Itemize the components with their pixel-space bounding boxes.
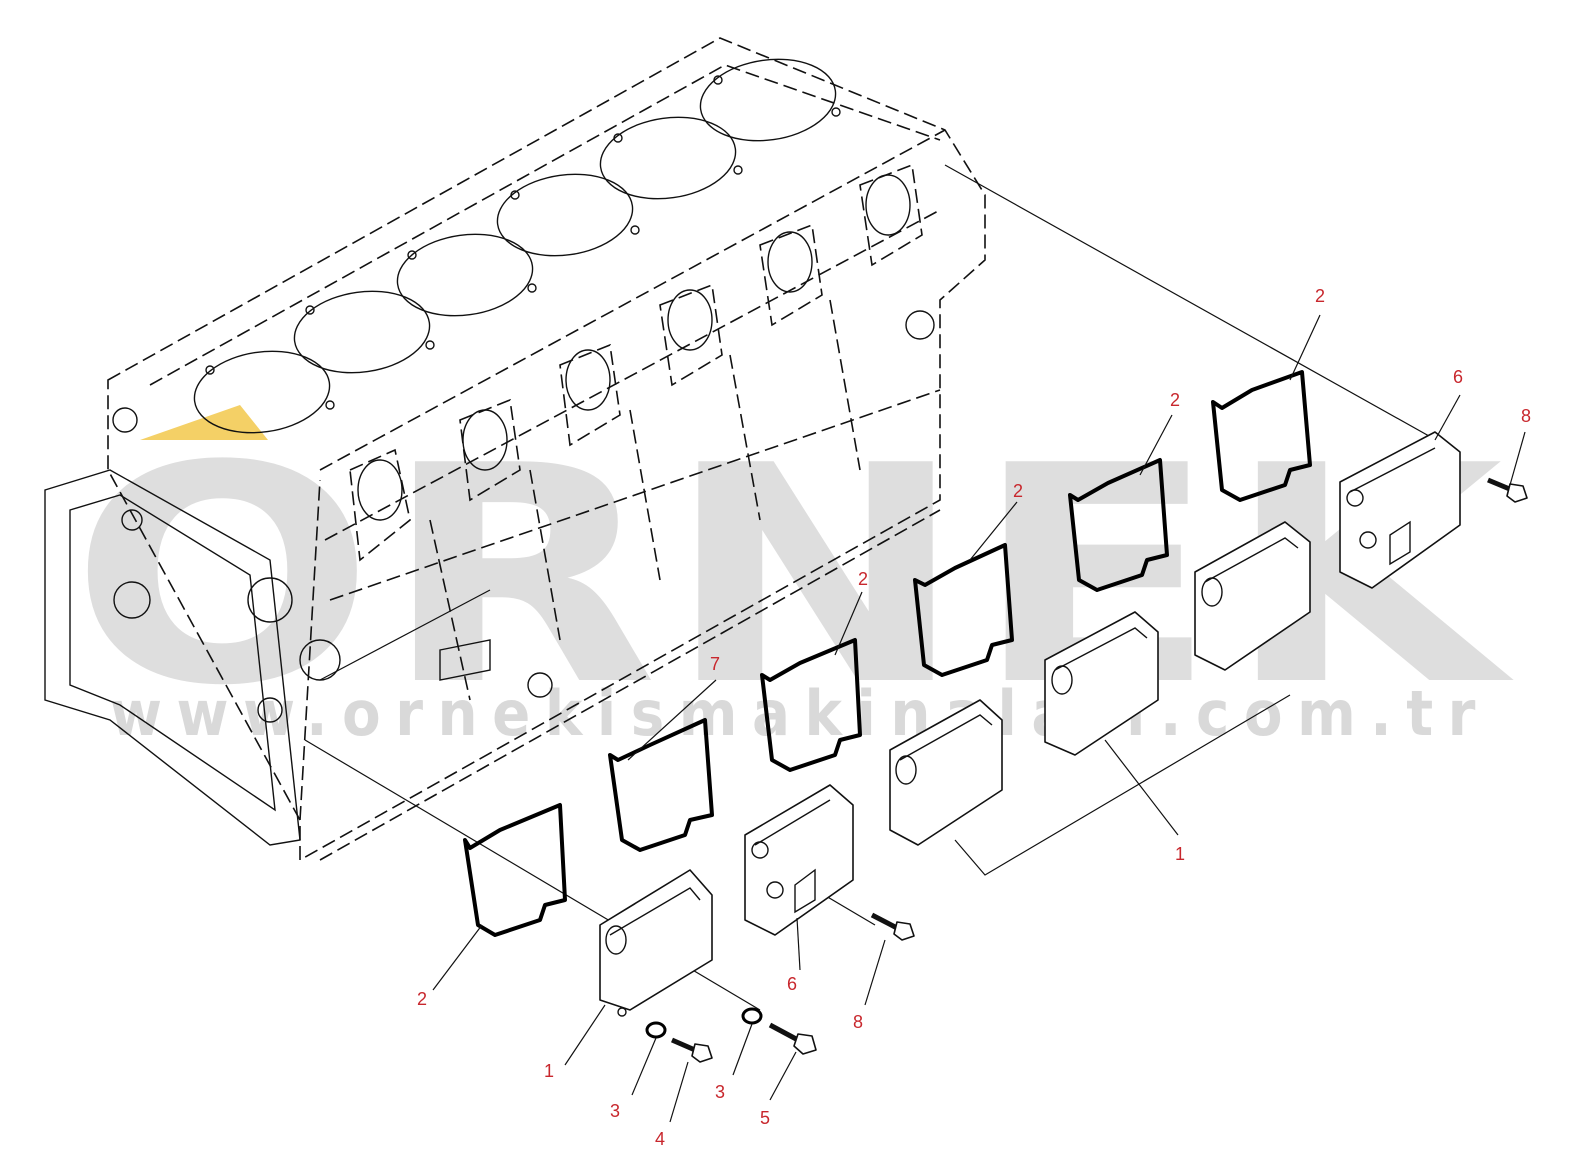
seal-ring-left bbox=[645, 1021, 667, 1039]
cover-2 bbox=[744, 784, 854, 936]
cover-3 bbox=[889, 699, 1003, 846]
hardware bbox=[645, 477, 1528, 1063]
gaskets bbox=[463, 370, 1312, 937]
bolt-8-upper bbox=[1487, 477, 1528, 503]
callout-label: 2 bbox=[1315, 286, 1325, 306]
gasket-1 bbox=[463, 803, 567, 937]
cover-5 bbox=[1194, 521, 1311, 671]
cover-6 bbox=[1339, 431, 1461, 589]
callout-label: 1 bbox=[1175, 844, 1185, 864]
callout-label: 8 bbox=[853, 1012, 863, 1032]
callout-leaders bbox=[432, 314, 1526, 1123]
gasket-5 bbox=[1068, 458, 1169, 592]
side-openings bbox=[349, 163, 923, 562]
front-cover bbox=[44, 407, 341, 846]
gasket-4 bbox=[913, 543, 1014, 677]
callout-label: 5 bbox=[760, 1108, 770, 1128]
bolt-5 bbox=[768, 1022, 817, 1055]
cover-1 bbox=[599, 869, 713, 1017]
seal-ring-right bbox=[741, 1007, 763, 1025]
watermark-url: www.ornekismakinalari.com.tr bbox=[110, 677, 1490, 750]
lower-features bbox=[429, 299, 935, 701]
bolt-4 bbox=[671, 1037, 713, 1063]
callout-label: 3 bbox=[610, 1101, 620, 1121]
callout-label: 2 bbox=[417, 989, 427, 1009]
gasket-6 bbox=[1211, 370, 1312, 502]
bolt-8-lower bbox=[870, 912, 915, 941]
callout-labels: 1 2 2 2 2 2 7 7 6 6 8 8 1 3 3 4 5 bbox=[417, 286, 1531, 1149]
callout-label: 6 bbox=[787, 974, 797, 994]
callout-label: 2 bbox=[858, 569, 868, 589]
callout-label: 8 bbox=[1521, 406, 1531, 426]
callout-label: 2 bbox=[1170, 390, 1180, 410]
cover-4 bbox=[1044, 611, 1159, 756]
callout-label: 1 bbox=[544, 1061, 554, 1081]
deck-holes bbox=[205, 75, 841, 410]
gasket-3 bbox=[760, 638, 862, 772]
callout-label: 4 bbox=[655, 1129, 665, 1149]
callout-label: 7 bbox=[710, 654, 720, 674]
callout-label: 3 bbox=[715, 1082, 725, 1102]
engine-block bbox=[44, 37, 986, 862]
gasket-2 bbox=[608, 718, 714, 852]
cylinder-bores bbox=[193, 58, 837, 434]
side-covers bbox=[599, 431, 1461, 1017]
callout-label: 2 bbox=[1013, 481, 1023, 501]
callout-label: 6 bbox=[1453, 367, 1463, 387]
